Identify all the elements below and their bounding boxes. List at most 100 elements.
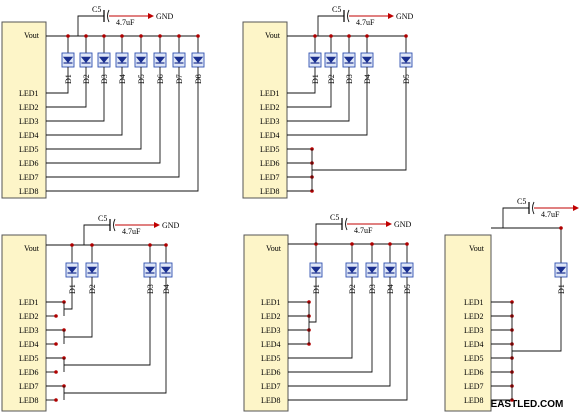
led-d3: D3 xyxy=(365,262,379,294)
vout-label: Vout xyxy=(469,244,485,253)
cap-wire-left xyxy=(77,15,104,36)
gnd-arrow-icon xyxy=(388,13,394,19)
led-d1: D1 xyxy=(61,52,75,84)
d1-return-wire xyxy=(309,277,317,323)
gnd-arrow-icon xyxy=(386,221,392,227)
pin-led3: LED3 xyxy=(19,117,39,126)
pin-led2: LED2 xyxy=(260,103,280,112)
circuit-3-chip xyxy=(1,234,47,412)
cap-ref: C5 xyxy=(332,5,341,14)
diode-label: D6 xyxy=(156,74,165,84)
cap-wire-left xyxy=(317,15,344,36)
led-arrow-icon xyxy=(98,56,110,63)
junction-dot xyxy=(148,243,152,247)
pin-wire xyxy=(287,67,350,122)
pin-led1: LED1 xyxy=(19,89,39,98)
pin-led7: LED7 xyxy=(19,173,39,182)
diode-label: D1 xyxy=(311,74,320,84)
pin-wire xyxy=(46,67,199,192)
pin-wire xyxy=(46,67,142,150)
junction-dot xyxy=(139,34,143,38)
cap-plate-2 xyxy=(107,9,110,23)
led-d1: D1 xyxy=(554,262,568,294)
pin-led8: LED8 xyxy=(261,396,281,405)
gnd-arrow-icon xyxy=(154,222,160,228)
junction-dot xyxy=(66,34,70,38)
diode-label: D5 xyxy=(137,74,146,84)
diode-label: D2 xyxy=(348,284,357,294)
pin-led7: LED7 xyxy=(19,382,39,391)
junction-dot xyxy=(405,242,409,246)
circuit-2-chip xyxy=(242,21,288,199)
led-d3: D3 xyxy=(97,52,111,84)
pair-return-wire xyxy=(64,277,151,366)
circuit-1-chip xyxy=(1,21,47,199)
pin-led8: LED8 xyxy=(464,396,484,405)
cap-ref: C5 xyxy=(98,214,107,223)
led-arrow-icon xyxy=(401,266,413,273)
pin-led3: LED3 xyxy=(19,326,39,335)
pin-led3: LED3 xyxy=(261,326,281,335)
diode-label: D4 xyxy=(118,74,127,84)
vout-label: Vout xyxy=(24,31,40,40)
led-d6: D6 xyxy=(153,52,167,84)
gnd-arrow-icon xyxy=(148,13,154,19)
led-d4: D4 xyxy=(115,52,129,84)
cap-value: 4.7uF xyxy=(354,226,373,235)
pin-led5: LED5 xyxy=(260,145,280,154)
led-d2: D2 xyxy=(324,52,338,84)
vout-label: Vout xyxy=(24,244,40,253)
led-arrow-icon xyxy=(400,56,412,63)
pin-wire xyxy=(288,277,373,373)
pin-wire xyxy=(288,277,353,359)
junction-dot xyxy=(102,34,106,38)
junction-dot xyxy=(196,34,200,38)
led-arrow-icon xyxy=(192,56,204,63)
junction-dot xyxy=(70,243,74,247)
led-d3: D3 xyxy=(342,52,356,84)
pin-wire xyxy=(46,67,69,94)
junction-dot xyxy=(404,34,408,38)
led-arrow-icon xyxy=(86,266,98,273)
led-d4: D4 xyxy=(360,52,374,84)
led-arrow-icon xyxy=(173,56,185,63)
led-arrow-icon xyxy=(310,266,322,273)
cap-wire-left xyxy=(83,224,110,245)
cap-value: 4.7uF xyxy=(541,210,560,219)
pin-led4: LED4 xyxy=(261,340,281,349)
led-d2: D2 xyxy=(345,262,359,294)
junction-dot xyxy=(388,242,392,246)
pin-led1: LED1 xyxy=(261,298,281,307)
led-arrow-icon xyxy=(346,266,358,273)
pin-wire xyxy=(46,67,180,178)
pin-led6: LED6 xyxy=(260,159,280,168)
led-arrow-icon xyxy=(144,266,156,273)
diode-label: D8 xyxy=(194,74,203,84)
pin-led2: LED2 xyxy=(19,103,39,112)
diode-label: D1 xyxy=(557,284,566,294)
pin-led3: LED3 xyxy=(464,326,484,335)
pin-led4: LED4 xyxy=(464,340,484,349)
diode-label: D5 xyxy=(402,74,411,84)
pin-led4: LED4 xyxy=(19,340,39,349)
vout-label: Vout xyxy=(266,244,282,253)
pair-return-wire xyxy=(64,277,93,338)
watermark: WWW.EASTLED.COM xyxy=(460,399,563,410)
junction-dot xyxy=(370,242,374,246)
pin-led1: LED1 xyxy=(464,298,484,307)
led-arrow-icon xyxy=(62,56,74,63)
cap-plate-2 xyxy=(347,9,350,23)
led-arrow-icon xyxy=(309,56,321,63)
led-arrow-icon xyxy=(80,56,92,63)
pair-return-wire xyxy=(64,277,167,394)
cap-ref: C5 xyxy=(92,5,101,14)
pin-wire xyxy=(46,67,161,164)
pin-led3: LED3 xyxy=(260,117,280,126)
led-arrow-icon xyxy=(325,56,337,63)
junction-dot xyxy=(158,34,162,38)
diode-label: D3 xyxy=(146,284,155,294)
diode-label: D4 xyxy=(162,284,171,294)
